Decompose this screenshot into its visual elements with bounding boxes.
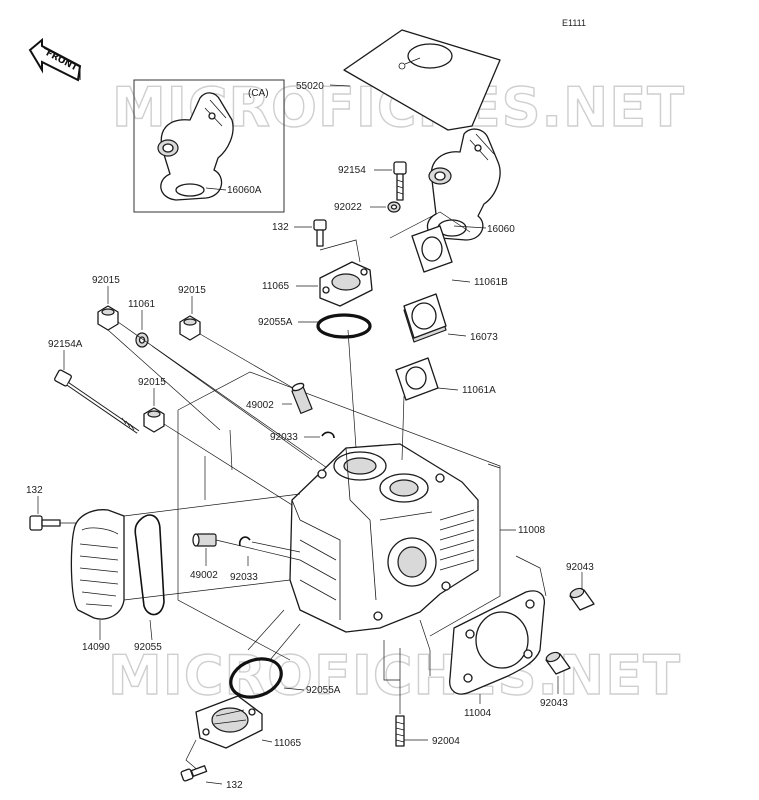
label-11065-top: 11065 [262,281,290,292]
label-92154: 92154 [338,165,366,176]
inset-label: (CA) [248,88,269,99]
label-92015-a: 92015 [92,275,120,286]
label-14090: 14090 [82,642,110,653]
label-49002-mid: 49002 [190,570,218,581]
bolt-92154 [393,161,407,201]
bolt-132-bot [180,765,208,782]
label-92033-top: 92033 [270,432,298,443]
oring-92055A-top [316,313,372,339]
valve-guide-49002-mid [192,533,301,561]
gasket-11061A [395,357,439,401]
label-92043-bot: 92043 [540,698,568,709]
washer-11061 [135,332,149,348]
label-11061A: 11061A [462,385,496,396]
label-11061B: 11061B [474,277,508,288]
label-92033-mid: 92033 [230,572,258,583]
head-gasket-11004 [449,590,546,695]
dowel-pin-92043-bot [545,651,571,675]
gasket-92055 [134,514,165,616]
label-11008: 11008 [518,525,546,536]
label-11061: 11061 [128,299,156,310]
diagram-code: E1111 [562,18,586,28]
bolt-132-left [29,515,61,531]
label-92043-top: 92043 [566,562,594,573]
nut-92015-a [97,305,119,331]
stud-bolt-92154A [54,369,140,434]
label-11004: 11004 [464,708,492,719]
valve-guide-49002-top [291,382,313,414]
label-49002-top: 49002 [246,400,274,411]
label-16060A: 16060A [227,185,262,196]
label-92004: 92004 [432,736,460,747]
spacer-16073 [403,293,447,343]
nut-92015-b [179,315,201,341]
cylinder-head-11008 [289,443,479,633]
label-16073: 16073 [470,332,498,343]
oring-92055A-bot [229,657,283,699]
gasket-11061B [411,225,453,273]
label-92055: 92055 [134,642,162,653]
inset-box-ca [133,79,285,213]
label-132-top: 132 [272,222,289,233]
label-132-left: 132 [26,485,43,496]
cap-11065-top [319,261,373,307]
cap-11065-bot [195,695,263,749]
watermark-bottom: MICROFICHES.NET [108,644,681,707]
nut-92015-c [143,407,165,433]
label-92154A: 92154A [48,339,83,350]
label-132-bot: 132 [226,780,243,791]
front-arrow-icon: FRONT [28,37,82,82]
bolt-132-top [313,219,327,247]
clip-92033-mid [238,536,251,547]
side-cover-14090 [70,509,125,620]
clip-92033-top [321,431,335,439]
label-11065-bot: 11065 [274,738,302,749]
label-55020: 55020 [296,81,324,92]
gasket-55020 [343,29,501,131]
label-92022: 92022 [334,202,362,213]
label-92055A-bot: 92055A [306,685,341,696]
label-92055A-top: 92055A [258,317,293,328]
intake-manifold-16060 [426,128,501,241]
dowel-pin-92043-top [569,587,595,611]
label-92015-b: 92015 [178,285,206,296]
stud-92004 [395,715,405,747]
label-92015-c: 92015 [138,377,166,388]
intake-manifold-ca [157,92,234,201]
label-16060: 16060 [487,224,515,235]
